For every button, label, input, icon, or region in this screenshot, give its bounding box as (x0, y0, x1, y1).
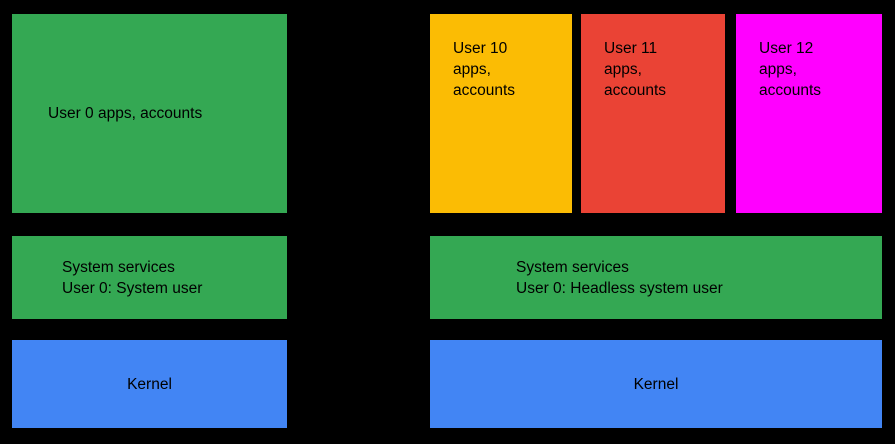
user-11-apps-label: User 11 apps, accounts (604, 40, 667, 99)
left-kernel-label: Kernel (127, 375, 172, 393)
left-system-services-label: System services User 0: System user (62, 258, 203, 297)
right-system-services-label: System services User 0: Headless system … (516, 258, 723, 297)
user-10-apps-box: User 10 apps, accounts (430, 14, 572, 213)
right-kernel-box: Kernel (430, 340, 882, 428)
left-system-services-box: System services User 0: System user (12, 236, 287, 319)
left-user-apps-label: User 0 apps, accounts (48, 105, 203, 122)
right-system-services-box: System services User 0: Headless system … (430, 236, 882, 319)
left-user-apps-box: User 0 apps, accounts (12, 14, 287, 213)
user-12-apps-box: User 12 apps, accounts (736, 14, 882, 213)
user-10-apps-label: User 10 apps, accounts (453, 40, 516, 99)
user-11-apps-box: User 11 apps, accounts (581, 14, 725, 213)
user-12-apps-label: User 12 apps, accounts (759, 40, 822, 99)
right-kernel-label: Kernel (633, 375, 679, 393)
left-kernel-box: Kernel (12, 340, 287, 428)
